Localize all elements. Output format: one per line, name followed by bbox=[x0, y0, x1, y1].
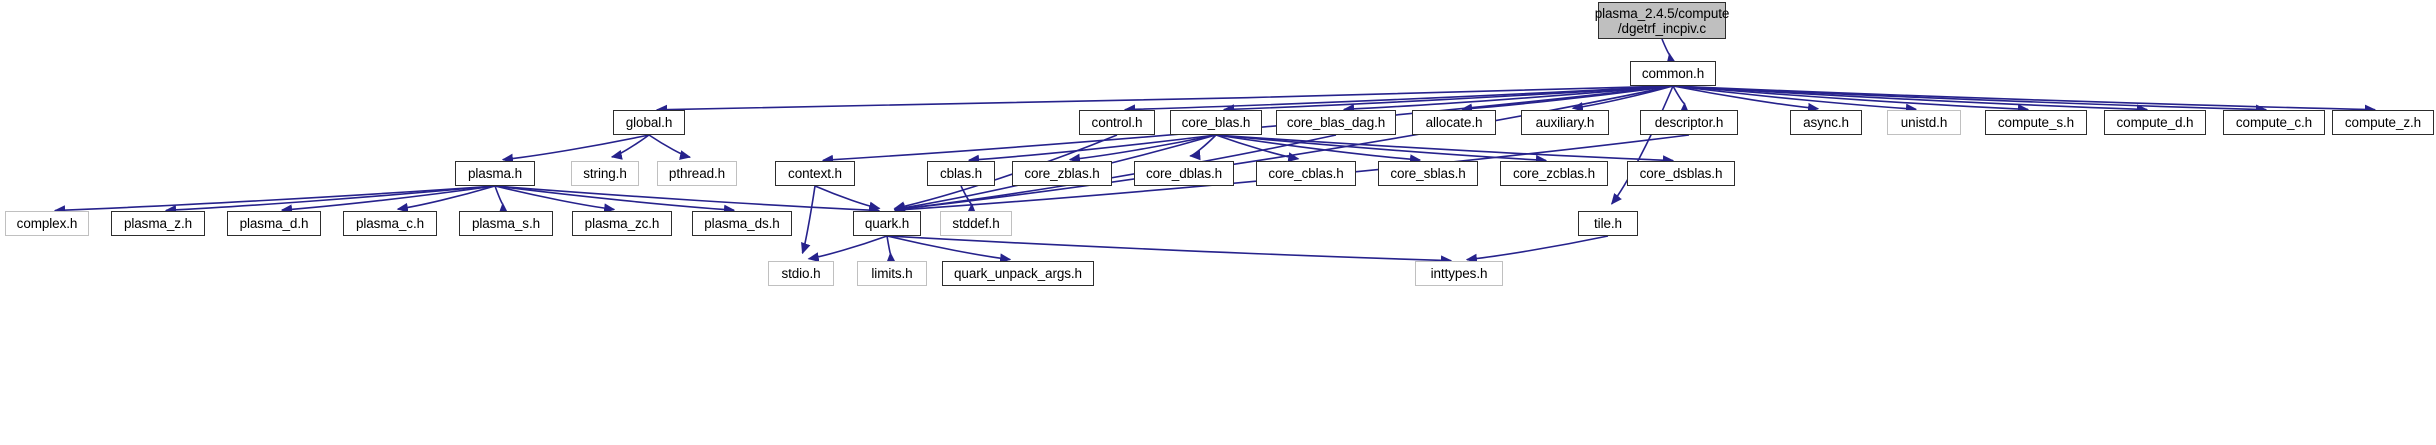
graph-edge-tile-to-inttypes bbox=[1465, 235, 1609, 264]
graph-node-root[interactable]: plasma_2.4.5/compute /dgetrf_incpiv.c bbox=[1595, 2, 1729, 39]
graph-node-pthread[interactable]: pthread.h bbox=[657, 161, 737, 186]
graph-edge-global-to-string bbox=[610, 134, 650, 160]
graph-edge-core_blas-to-core_sblas bbox=[1215, 134, 1422, 165]
graph-node-auxiliary[interactable]: auxiliary.h bbox=[1521, 110, 1609, 135]
graph-edge-core_blas-to-core_dsblas bbox=[1215, 134, 1675, 166]
graph-node-limits[interactable]: limits.h bbox=[857, 261, 927, 286]
graph-edge-cblas-to-stddef bbox=[960, 185, 977, 215]
graph-edge-plasma-to-plasma_z bbox=[164, 185, 496, 215]
graph-node-core_dblas[interactable]: core_dblas.h bbox=[1134, 161, 1234, 186]
graph-edge-quark-to-inttypes bbox=[886, 235, 1453, 266]
graph-node-common[interactable]: common.h bbox=[1630, 61, 1716, 86]
graph-node-core_zblas[interactable]: core_zblas.h bbox=[1012, 161, 1112, 186]
graph-edge-common-to-auxiliary bbox=[1571, 85, 1674, 112]
graph-edge-plasma-to-complex bbox=[53, 185, 496, 216]
graph-node-complex[interactable]: complex.h bbox=[5, 211, 89, 236]
graph-edge-common-to-quark bbox=[893, 85, 1674, 214]
graph-node-unistd[interactable]: unistd.h bbox=[1887, 110, 1961, 135]
graph-node-core_dsblas[interactable]: core_dsblas.h bbox=[1627, 161, 1735, 186]
graph-node-plasma_zc[interactable]: plasma_zc.h bbox=[572, 211, 672, 236]
graph-edge-core_blas-to-core_dblas bbox=[1189, 134, 1217, 161]
graph-node-async[interactable]: async.h bbox=[1790, 110, 1862, 135]
graph-edge-context-to-quark bbox=[814, 185, 881, 212]
graph-edge-common-to-descriptor bbox=[1672, 85, 1690, 114]
graph-edge-core_blas-to-core_cblas bbox=[1215, 134, 1300, 162]
graph-node-compute_c[interactable]: compute_c.h bbox=[2223, 110, 2325, 135]
graph-node-inttypes[interactable]: inttypes.h bbox=[1415, 261, 1503, 286]
graph-edge-common-to-async bbox=[1672, 85, 1820, 113]
graph-node-compute_d[interactable]: compute_d.h bbox=[2104, 110, 2206, 135]
graph-edge-plasma-to-plasma_d bbox=[280, 185, 496, 215]
graph-node-plasma_d[interactable]: plasma_d.h bbox=[227, 211, 321, 236]
graph-node-compute_s[interactable]: compute_s.h bbox=[1985, 110, 2087, 135]
graph-node-cblas[interactable]: cblas.h bbox=[927, 161, 995, 186]
graph-node-control[interactable]: control.h bbox=[1079, 110, 1155, 135]
graph-edge-common-to-tile bbox=[1610, 85, 1674, 205]
graph-node-plasma_s[interactable]: plasma_s.h bbox=[459, 211, 553, 236]
graph-edge-plasma-to-quark bbox=[494, 185, 881, 215]
graph-node-plasma_ds[interactable]: plasma_ds.h bbox=[692, 211, 792, 236]
graph-node-core_blas[interactable]: core_blas.h bbox=[1170, 110, 1262, 135]
graph-edge-global-to-pthread bbox=[648, 134, 692, 160]
graph-edge-quark-to-stdio bbox=[807, 235, 888, 262]
graph-node-stddef[interactable]: stddef.h bbox=[940, 211, 1012, 236]
graph-node-string[interactable]: string.h bbox=[571, 161, 639, 186]
graph-edge-quark-to-quark_unpack bbox=[886, 235, 1012, 264]
graph-edge-common-to-compute_s bbox=[1672, 85, 2030, 114]
graph-node-tile[interactable]: tile.h bbox=[1578, 211, 1638, 236]
graph-edge-common-to-core_blas bbox=[1222, 85, 1674, 115]
graph-edge-common-to-unistd bbox=[1672, 85, 1918, 114]
graph-node-quark_unpack[interactable]: quark_unpack_args.h bbox=[942, 261, 1094, 286]
graph-node-descriptor[interactable]: descriptor.h bbox=[1640, 110, 1738, 135]
graph-node-allocate[interactable]: allocate.h bbox=[1412, 110, 1496, 135]
graph-node-plasma[interactable]: plasma.h bbox=[455, 161, 535, 186]
graph-node-quark[interactable]: quark.h bbox=[853, 211, 921, 236]
graph-edge-plasma-to-plasma_ds bbox=[494, 185, 736, 215]
graph-edge-core_blas-to-core_zblas bbox=[1068, 134, 1217, 164]
graph-edge-plasma-to-plasma_zc bbox=[494, 185, 616, 214]
graph-edge-plasma-to-plasma_c bbox=[396, 185, 496, 213]
graph-edge-context-to-stdio bbox=[801, 185, 816, 255]
graph-edge-core_blas-to-core_zcblas bbox=[1215, 134, 1548, 165]
graph-node-core_zcblas[interactable]: core_zcblas.h bbox=[1500, 161, 1608, 186]
graph-edge-global-to-plasma bbox=[501, 134, 650, 164]
graph-node-core_cblas[interactable]: core_cblas.h bbox=[1256, 161, 1356, 186]
graph-edge-common-to-global bbox=[655, 85, 1674, 115]
graph-node-plasma_z[interactable]: plasma_z.h bbox=[111, 211, 205, 236]
graph-edge-common-to-compute_c bbox=[1672, 85, 2268, 115]
graph-edge-common-to-core_blas_dag bbox=[1342, 85, 1674, 114]
graph-edge-common-to-allocate bbox=[1460, 85, 1674, 114]
graph-node-core_sblas[interactable]: core_sblas.h bbox=[1378, 161, 1478, 186]
graph-node-plasma_c[interactable]: plasma_c.h bbox=[343, 211, 437, 236]
graph-edge-core_blas-to-cblas bbox=[967, 134, 1217, 165]
graph-node-context[interactable]: context.h bbox=[775, 161, 855, 186]
graph-node-compute_z[interactable]: compute_z.h bbox=[2332, 110, 2434, 135]
graph-node-stdio[interactable]: stdio.h bbox=[768, 261, 834, 286]
graph-edge-plasma-to-plasma_s bbox=[494, 185, 509, 215]
graph-edge-root-to-common bbox=[1661, 38, 1677, 65]
graph-edge-common-to-compute_d bbox=[1672, 85, 2149, 115]
graph-edge-common-to-compute_z bbox=[1672, 85, 2377, 115]
graph-node-global[interactable]: global.h bbox=[613, 110, 685, 135]
graph-node-core_blas_dag[interactable]: core_blas_dag.h bbox=[1276, 110, 1396, 135]
graph-edge-common-to-control bbox=[1123, 85, 1674, 115]
graph-edge-quark-to-limits bbox=[886, 235, 896, 264]
